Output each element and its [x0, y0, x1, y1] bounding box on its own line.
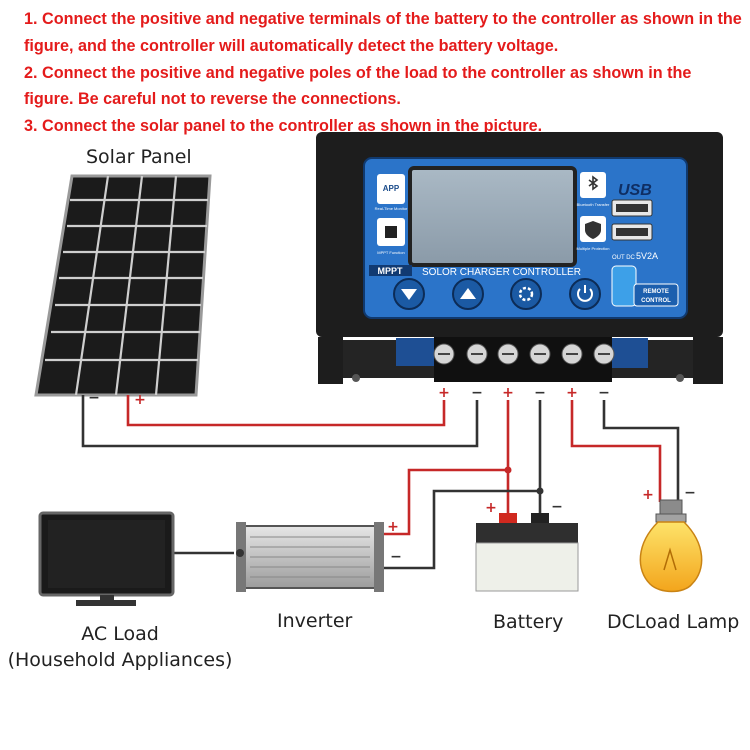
realtime-label: Real-Time Monitor	[375, 206, 408, 211]
inverter-plus-mark: +	[387, 519, 399, 535]
bluetooth-label: Bluetooth Transfer	[577, 202, 610, 207]
phone-icon	[611, 265, 637, 307]
controller-plus-mark: +	[566, 385, 578, 401]
wires	[81, 395, 680, 570]
dc-load-label: DCLoad Lamp	[607, 611, 740, 633]
out-value: 5V2A	[636, 251, 658, 261]
settings-button[interactable]	[510, 278, 542, 310]
terminal-screw[interactable]	[466, 343, 488, 365]
controller-plus-mark: +	[438, 385, 450, 401]
inverter-minus-mark: −	[390, 549, 402, 565]
solar-panel-label: Solar Panel	[86, 146, 192, 168]
down-button[interactable]	[393, 278, 425, 310]
load-positive-wire	[570, 400, 662, 502]
controller-minus-mark: −	[471, 385, 483, 401]
terminal-screws	[433, 343, 615, 365]
remote-label-2: CONTROL	[641, 298, 671, 304]
battery-minus-mark: −	[551, 499, 563, 515]
terminal-screw[interactable]	[593, 343, 615, 365]
controller-plus-mark: +	[502, 385, 514, 401]
remote-label-1: REMOTE	[643, 289, 669, 295]
ac-load-sublabel: (Household Appliances)	[7, 649, 233, 671]
inverter-label: Inverter	[277, 610, 353, 632]
controller-minus-mark: −	[598, 385, 610, 401]
inverter	[236, 522, 384, 592]
solar-panel-cells	[45, 175, 208, 396]
tv-icon	[38, 511, 175, 606]
solar-positive-wire	[126, 395, 446, 427]
instructions-block: 1. Connect the positive and negative ter…	[24, 6, 744, 140]
controller-title: SOLOR CHARGER CONTROLLER	[422, 267, 581, 278]
usb-label: USB	[618, 182, 652, 199]
app-icon	[377, 174, 405, 204]
power-button[interactable]	[569, 278, 601, 310]
battery-plus-mark: +	[485, 500, 497, 516]
battery	[475, 513, 579, 592]
solar-minus-mark: −	[88, 390, 100, 406]
terminal-screw[interactable]	[561, 343, 583, 365]
solar-negative-wire	[81, 395, 479, 448]
lamp-icon	[639, 499, 703, 593]
instruction-3: 3. Connect the solar panel to the contro…	[24, 117, 543, 136]
up-button[interactable]	[452, 278, 484, 310]
inverter-negative-wire	[381, 489, 540, 570]
protection-label: Multiple Protection	[577, 246, 610, 251]
terminal-screw[interactable]	[497, 343, 519, 365]
mppt-function-label: MPPT Function	[377, 250, 405, 255]
terminal-screw[interactable]	[433, 343, 455, 365]
instruction-2: 2. Connect the positive and negative pol…	[24, 63, 692, 109]
lamp-plus-mark: +	[642, 487, 654, 503]
solar-plus-mark: +	[134, 392, 146, 408]
app-label: APP	[383, 184, 400, 193]
lamp-minus-mark: −	[684, 485, 696, 501]
load-negative-wire	[602, 400, 680, 502]
controller-minus-mark: −	[534, 385, 546, 401]
out-label: OUT DC	[612, 255, 636, 261]
solar-panel	[34, 174, 212, 397]
mppt-tag: MPPT	[377, 266, 403, 276]
instruction-1: 1. Connect the positive and negative ter…	[24, 10, 742, 55]
inverter-positive-wire	[381, 468, 508, 536]
battery-label: Battery	[493, 611, 564, 633]
terminal-screw[interactable]	[529, 343, 551, 365]
terminal-block	[396, 337, 648, 382]
ac-load-label: AC Load	[81, 623, 159, 645]
